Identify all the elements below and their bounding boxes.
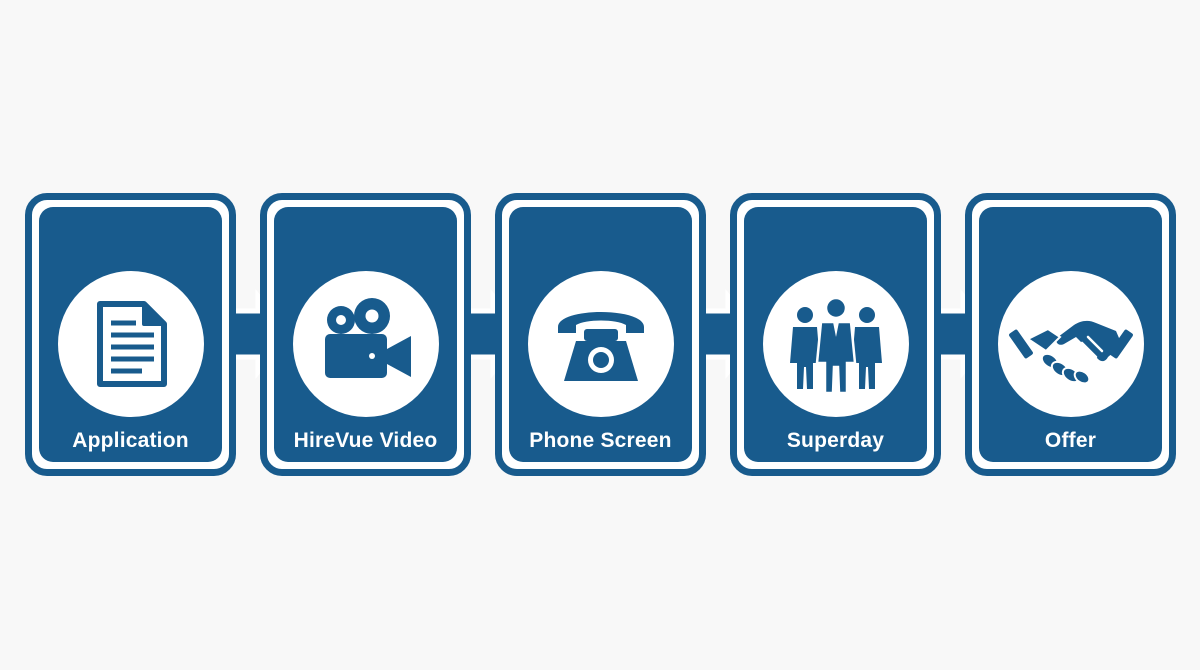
video-camera-icon <box>324 298 411 378</box>
step-label: Superday <box>786 429 885 452</box>
step-label: Offer <box>1044 429 1097 452</box>
step-card-inner: Application <box>39 207 222 462</box>
step-card-offer: Offer <box>965 193 1176 476</box>
step-card-phone-screen: Phone Screen <box>495 193 706 476</box>
step-label: Application <box>72 429 189 452</box>
step-card-superday: Superday <box>730 193 941 476</box>
telephone-icon <box>557 312 644 381</box>
step-card-application: Application <box>25 193 236 476</box>
icon-circle <box>57 271 204 417</box>
step-label: HireVue Video <box>293 429 438 452</box>
document-icon <box>96 301 167 387</box>
step-card-inner: HireVue Video <box>274 207 457 462</box>
step-label: Phone Screen <box>529 429 672 452</box>
handshake-icon <box>1008 320 1133 385</box>
icon-circle <box>762 271 909 417</box>
icon-circle <box>997 271 1144 417</box>
step-card-inner: Phone Screen <box>509 207 692 462</box>
step-card-hirevue-video: HireVue Video <box>260 193 471 476</box>
group-of-people-icon <box>789 296 882 395</box>
step-card-inner: Offer <box>979 207 1162 462</box>
icon-circle <box>527 271 674 417</box>
icon-circle <box>292 271 439 417</box>
step-card-inner: Superday <box>744 207 927 462</box>
